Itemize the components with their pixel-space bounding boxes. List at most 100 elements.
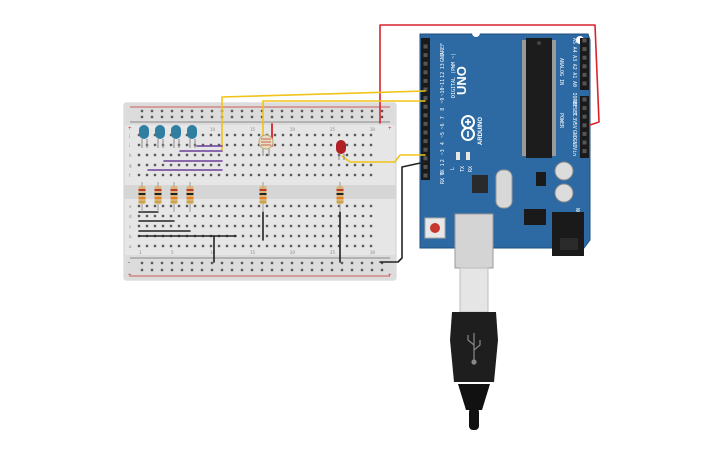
led-blue-2[interactable] xyxy=(155,125,165,148)
breadboard-hole[interactable] xyxy=(329,224,333,228)
breadboard-hole[interactable] xyxy=(361,163,365,167)
breadboard-hole[interactable] xyxy=(281,173,285,177)
breadboard-hole[interactable] xyxy=(281,244,285,248)
rail-hole[interactable] xyxy=(370,109,374,113)
breadboard-hole[interactable] xyxy=(177,153,181,157)
breadboard-hole[interactable] xyxy=(353,224,357,228)
breadboard-hole[interactable] xyxy=(289,143,293,147)
rail-hole[interactable] xyxy=(240,268,244,272)
rail-hole[interactable] xyxy=(180,261,184,265)
power-pin-socket[interactable] xyxy=(582,131,587,136)
breadboard-hole[interactable] xyxy=(241,173,245,177)
breadboard-hole[interactable] xyxy=(265,214,269,218)
rail-hole[interactable] xyxy=(380,268,384,272)
breadboard-hole[interactable] xyxy=(313,143,317,147)
digital-pin-socket[interactable] xyxy=(423,173,428,178)
breadboard-hole[interactable] xyxy=(289,163,293,167)
breadboard-hole[interactable] xyxy=(169,173,173,177)
breadboard-hole[interactable] xyxy=(241,143,245,147)
rail-hole[interactable] xyxy=(200,268,204,272)
rail-hole[interactable] xyxy=(350,109,354,113)
breadboard-hole[interactable] xyxy=(249,133,253,137)
breadboard-hole[interactable] xyxy=(161,214,165,218)
breadboard-hole[interactable] xyxy=(321,224,325,228)
breadboard-hole[interactable] xyxy=(329,163,333,167)
rail-hole[interactable] xyxy=(260,115,264,119)
breadboard-hole[interactable] xyxy=(257,153,261,157)
breadboard-hole[interactable] xyxy=(345,173,349,177)
breadboard-hole[interactable] xyxy=(305,244,309,248)
breadboard-hole[interactable] xyxy=(201,224,205,228)
rail-hole[interactable] xyxy=(190,115,194,119)
power-pin-socket[interactable] xyxy=(582,106,587,111)
power-pin-socket[interactable] xyxy=(582,97,587,102)
breadboard-hole[interactable] xyxy=(297,153,301,157)
breadboard-hole[interactable] xyxy=(337,234,341,238)
rail-hole[interactable] xyxy=(250,115,254,119)
rail-hole[interactable] xyxy=(170,261,174,265)
rail-hole[interactable] xyxy=(210,261,214,265)
breadboard-hole[interactable] xyxy=(297,173,301,177)
rail-hole[interactable] xyxy=(380,261,384,265)
rail-hole[interactable] xyxy=(260,109,264,113)
breadboard-hole[interactable] xyxy=(265,244,269,248)
rail-hole[interactable] xyxy=(160,261,164,265)
breadboard-hole[interactable] xyxy=(249,224,253,228)
breadboard-hole[interactable] xyxy=(313,173,317,177)
power-pin-socket[interactable] xyxy=(582,140,587,145)
rail-hole[interactable] xyxy=(220,261,224,265)
breadboard-hole[interactable] xyxy=(137,143,141,147)
breadboard-hole[interactable] xyxy=(305,204,309,208)
breadboard-hole[interactable] xyxy=(201,173,205,177)
breadboard-hole[interactable] xyxy=(281,143,285,147)
breadboard-hole[interactable] xyxy=(273,244,277,248)
breadboard-hole[interactable] xyxy=(329,143,333,147)
usb-port[interactable] xyxy=(454,213,494,269)
breadboard-hole[interactable] xyxy=(201,163,205,167)
analog-pin-socket[interactable] xyxy=(582,72,587,77)
breadboard-hole[interactable] xyxy=(233,153,237,157)
rail-hole[interactable] xyxy=(290,261,294,265)
resistor[interactable] xyxy=(154,182,162,212)
breadboard-hole[interactable] xyxy=(361,143,365,147)
breadboard-hole[interactable] xyxy=(281,133,285,137)
rail-hole[interactable] xyxy=(180,109,184,113)
rail-hole[interactable] xyxy=(300,268,304,272)
breadboard-hole[interactable] xyxy=(281,214,285,218)
breadboard-hole[interactable] xyxy=(369,133,373,137)
rail-hole[interactable] xyxy=(370,115,374,119)
breadboard-hole[interactable] xyxy=(177,224,181,228)
breadboard-hole[interactable] xyxy=(185,204,189,208)
breadboard-hole[interactable] xyxy=(249,234,253,238)
resistor[interactable] xyxy=(170,182,178,212)
breadboard-hole[interactable] xyxy=(145,214,149,218)
power-pin-socket[interactable] xyxy=(582,149,587,154)
digital-pin-socket[interactable] xyxy=(423,113,428,118)
breadboard-hole[interactable] xyxy=(353,133,357,137)
breadboard-hole[interactable] xyxy=(209,204,213,208)
digital-pin-socket[interactable] xyxy=(423,78,428,83)
breadboard-hole[interactable] xyxy=(305,153,309,157)
breadboard-hole[interactable] xyxy=(337,224,341,228)
digital-pin-socket[interactable] xyxy=(423,104,428,109)
rail-hole[interactable] xyxy=(170,115,174,119)
breadboard-hole[interactable] xyxy=(249,214,253,218)
breadboard-hole[interactable] xyxy=(249,143,253,147)
breadboard-hole[interactable] xyxy=(273,163,277,167)
breadboard-hole[interactable] xyxy=(209,214,213,218)
breadboard-hole[interactable] xyxy=(321,173,325,177)
breadboard-hole[interactable] xyxy=(217,244,221,248)
breadboard-hole[interactable] xyxy=(329,204,333,208)
breadboard-hole[interactable] xyxy=(353,153,357,157)
breadboard-hole[interactable] xyxy=(193,204,197,208)
rail-hole[interactable] xyxy=(170,268,174,272)
breadboard-hole[interactable] xyxy=(361,244,365,248)
rail-hole[interactable] xyxy=(310,261,314,265)
rail-hole[interactable] xyxy=(340,261,344,265)
rail-hole[interactable] xyxy=(210,268,214,272)
breadboard-hole[interactable] xyxy=(153,143,157,147)
breadboard-hole[interactable] xyxy=(249,163,253,167)
digital-pin-socket[interactable] xyxy=(423,147,428,152)
breadboard-hole[interactable] xyxy=(257,204,261,208)
